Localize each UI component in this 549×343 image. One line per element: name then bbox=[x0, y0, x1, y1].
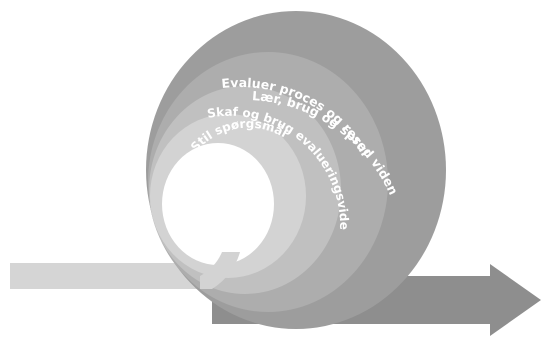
spiral-hole bbox=[162, 143, 274, 265]
